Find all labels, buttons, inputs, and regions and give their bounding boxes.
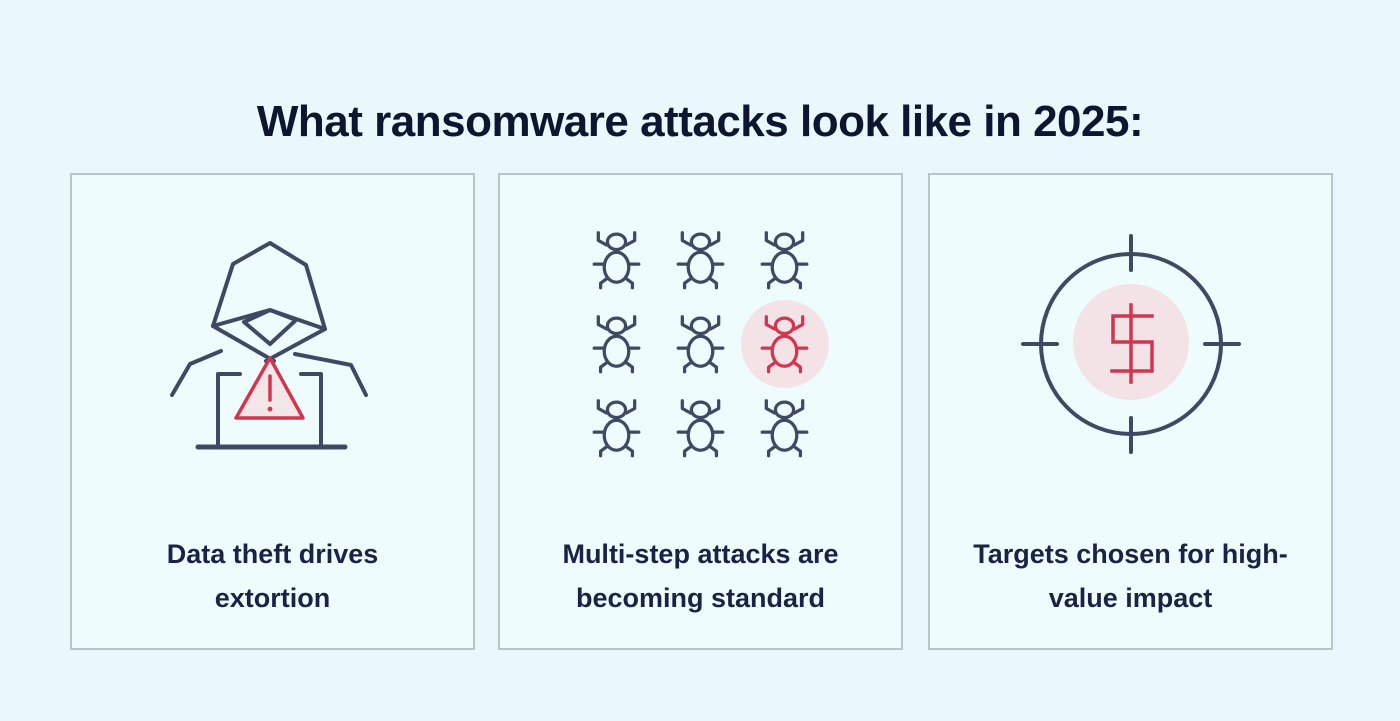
bug-grid-icon — [575, 218, 829, 470]
card-label: Data theft drives extortion — [166, 539, 379, 613]
bug-icon — [575, 302, 659, 386]
page-title: What ransomware attacks look like in 202… — [256, 97, 1144, 147]
card-high-value-targets: Targets chosen for high-value impact — [928, 173, 1333, 650]
dollar-sign-icon — [1109, 303, 1154, 384]
hooded-hacker-laptop-warning-icon — [170, 237, 375, 452]
bug-icon — [659, 218, 743, 302]
bug-icon — [575, 386, 659, 470]
card-multi-step: Multi-step attacks are becoming standard — [498, 173, 903, 650]
bug-icon — [743, 218, 827, 302]
bug-highlight-halo — [740, 300, 829, 388]
bug-icon — [575, 218, 659, 302]
card-icon-area — [72, 231, 473, 457]
highlighted-bug-icon — [740, 300, 829, 388]
card-label: Multi-step attacks are becoming standard — [562, 539, 839, 613]
crosshair-dollar-icon — [1020, 234, 1241, 454]
bug-icon — [743, 386, 827, 470]
card-icon-area — [930, 231, 1331, 457]
card-label: Targets chosen for high-value impact — [973, 539, 1288, 613]
warning-triangle-icon — [234, 355, 305, 420]
bug-icon — [659, 386, 743, 470]
card-icon-area — [500, 231, 901, 458]
card-data-theft: Data theft drives extortion — [70, 173, 475, 650]
bug-icon — [659, 302, 743, 386]
